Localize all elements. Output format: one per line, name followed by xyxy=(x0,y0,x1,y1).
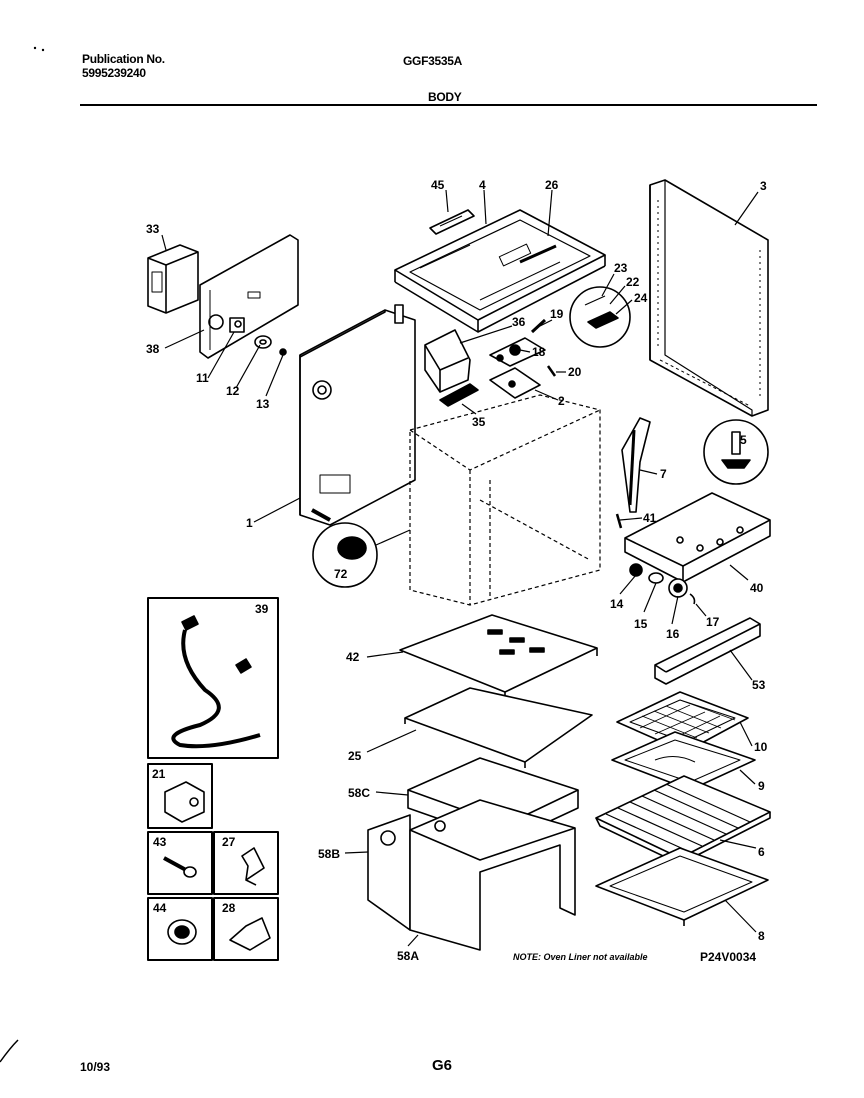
callout-39: 39 xyxy=(255,602,269,616)
callout-4: 4 xyxy=(479,178,486,192)
callout-11: 11 xyxy=(196,371,209,385)
part-26-bar xyxy=(519,244,557,264)
part-2-plate xyxy=(489,367,541,399)
part-36-duct xyxy=(424,329,471,393)
callout-6: 6 xyxy=(758,845,765,859)
callout-36: 36 xyxy=(512,315,526,329)
part-58A-58B-insulation-wrap xyxy=(367,799,576,951)
callout-72: 72 xyxy=(334,567,348,581)
accessory-box-43 xyxy=(147,831,213,895)
part-72-insulation xyxy=(312,522,378,588)
part-17-spring xyxy=(689,593,696,605)
publication-label: Publication No. xyxy=(82,52,165,66)
part-19-igniter xyxy=(530,318,547,334)
callout-9: 9 xyxy=(758,779,765,793)
section-title: BODY xyxy=(428,90,462,104)
callout-33: 33 xyxy=(146,222,160,236)
leader-lines xyxy=(161,189,759,947)
footer-page-number: G6 xyxy=(432,1057,453,1074)
part-5-leveler xyxy=(703,419,769,485)
accessory-box-21 xyxy=(147,763,213,829)
callout-12: 12 xyxy=(226,384,240,398)
callout-10: 10 xyxy=(754,740,768,754)
accessory-box-44 xyxy=(147,897,213,961)
callout-40: 40 xyxy=(750,581,764,595)
callout-17: 17 xyxy=(706,615,720,629)
part-8-oven-liner xyxy=(595,847,769,926)
callout-15: 15 xyxy=(634,617,648,631)
callout-27: 27 xyxy=(222,835,236,849)
part-16-nut xyxy=(668,578,688,598)
callout-26: 26 xyxy=(545,178,559,192)
drawing-code: P24V0034 xyxy=(700,950,756,964)
scan-marks xyxy=(0,46,45,1063)
oven-cavity-outline xyxy=(409,394,601,606)
callout-22: 22 xyxy=(626,275,640,289)
part-7-igniter xyxy=(621,417,651,513)
part-42-oven-bottom xyxy=(399,614,598,700)
part-38-side-panel xyxy=(199,234,299,359)
model-number: GGF3535A xyxy=(403,54,462,68)
callout-35: 35 xyxy=(472,415,486,429)
callout-23: 23 xyxy=(614,261,628,275)
callout-58A: 58A xyxy=(397,949,419,963)
callout-41: 41 xyxy=(643,511,657,525)
callout-44: 44 xyxy=(153,901,167,915)
part-41-screw xyxy=(615,513,623,529)
callout-1: 1 xyxy=(246,516,253,530)
callout-20: 20 xyxy=(568,365,582,379)
callout-16: 16 xyxy=(666,627,680,641)
footnote-oven-liner: NOTE: Oven Liner not available xyxy=(513,952,648,962)
callout-24: 24 xyxy=(634,291,648,305)
part-53-trim xyxy=(654,617,761,685)
publication-number: 5995239240 xyxy=(82,66,146,80)
callout-19: 19 xyxy=(550,307,564,321)
callout-labels: 45 4 26 3 33 23 22 24 36 19 18 20 38 11 … xyxy=(146,178,768,964)
part-13-screw xyxy=(279,348,287,356)
callout-42: 42 xyxy=(346,650,360,664)
part-25-flame-spreader xyxy=(404,687,593,768)
callout-8: 8 xyxy=(758,929,765,943)
callout-53: 53 xyxy=(752,678,766,692)
callout-14: 14 xyxy=(610,597,624,611)
part-14-orifice xyxy=(629,563,643,577)
callout-58B: 58B xyxy=(318,847,340,861)
part-33-junction-box xyxy=(147,244,199,314)
accessory-box-39 xyxy=(147,597,279,759)
callout-5: 5 xyxy=(740,433,747,447)
callout-58C: 58C xyxy=(348,786,370,800)
callout-13: 13 xyxy=(256,397,270,411)
callout-7: 7 xyxy=(660,467,667,481)
part-35-burner-bracket xyxy=(439,383,479,407)
callout-43: 43 xyxy=(153,835,167,849)
footer-date: 10/93 xyxy=(80,1060,111,1074)
callout-28: 28 xyxy=(222,901,236,915)
accessory-box-27 xyxy=(213,831,279,895)
callout-3: 3 xyxy=(760,179,767,193)
callout-25: 25 xyxy=(348,749,362,763)
part-11-valve xyxy=(229,317,245,333)
part-15-shutter xyxy=(648,572,664,584)
callout-38: 38 xyxy=(146,342,160,356)
part-20-clip xyxy=(546,365,557,377)
callout-2: 2 xyxy=(558,394,565,408)
part-3-rear-panel xyxy=(649,179,769,417)
part-12-fitting xyxy=(254,335,272,349)
header-rule xyxy=(80,104,817,106)
part-1-cabinet xyxy=(299,304,416,526)
part-40-burner-tray xyxy=(624,492,771,583)
part-23-22-24-detail xyxy=(569,286,631,348)
part-9-broiler-pan xyxy=(611,731,756,791)
callout-21: 21 xyxy=(152,767,166,781)
accessory-box-28 xyxy=(213,897,279,961)
part-4-top-frame xyxy=(394,209,606,333)
callout-18: 18 xyxy=(532,345,546,359)
callout-45: 45 xyxy=(431,178,445,192)
part-45-bracket xyxy=(429,209,475,235)
